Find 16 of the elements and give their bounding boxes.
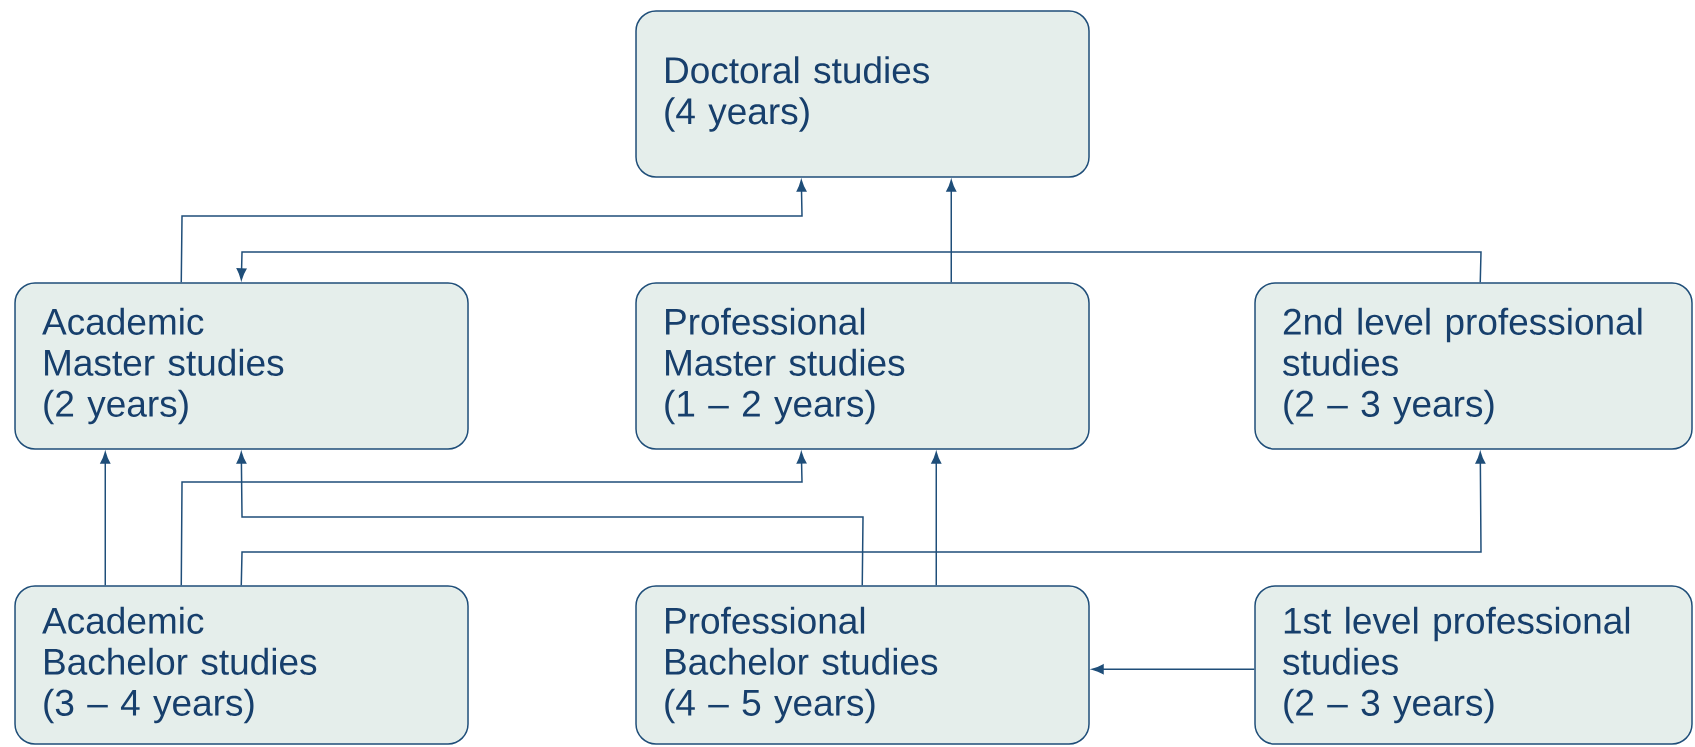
study-box: Professional Master studies (1 – 2 years) <box>635 282 1090 450</box>
arrow <box>1091 664 1255 675</box>
study-box: Academic Bachelor studies (3 – 4 years) <box>14 585 469 745</box>
study-box: Doctoral studies (4 years) <box>635 10 1090 178</box>
study-box: Professional Bachelor studies (4 – 5 years) <box>635 585 1090 745</box>
arrow <box>236 251 1482 283</box>
arrow <box>180 179 807 283</box>
study-box: 2nd level professional studies (2 – 3 years) <box>1254 282 1693 450</box>
arrow <box>236 451 864 586</box>
arrow <box>180 451 807 586</box>
arrow <box>931 451 942 586</box>
arrow <box>240 451 1486 586</box>
study-box: 1st level professional studies (2 – 3 years) <box>1254 585 1693 745</box>
study-box: Academic Master studies (2 years) <box>14 282 469 450</box>
arrow <box>100 451 111 586</box>
arrow <box>946 179 957 283</box>
